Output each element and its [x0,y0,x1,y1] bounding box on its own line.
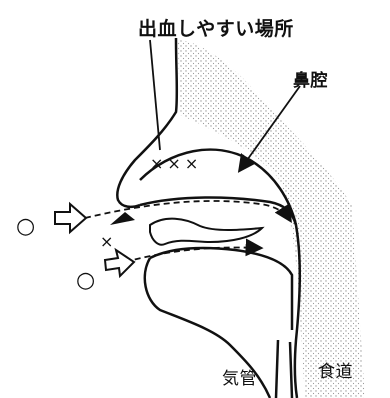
bleeding-site-label: 出血しやすい場所 [138,14,294,41]
lower-turbinate [150,219,262,245]
incorrect-mark: × [100,232,113,251]
trachea-wall [276,340,292,398]
pharynx-back-region [178,40,365,398]
trachea-label: 気管 [222,364,257,389]
correct-mark-upper: ○ [16,214,35,239]
airflow-upper [85,201,290,220]
nasal-cavity-label: 鼻腔 [293,66,328,91]
airflow-entry-arrow-lower [105,250,134,276]
airflow-entry-arrow-upper [55,204,86,232]
blocked-arrow [110,212,135,225]
pointer-bleeding-site [150,40,160,150]
face-outline [117,38,177,207]
esophagus-label: 食道 [318,357,353,382]
correct-mark-lower: ○ [76,268,95,293]
bleeding-site-marks: ××× [150,154,202,173]
mouth-oral-cavity [150,248,292,330]
